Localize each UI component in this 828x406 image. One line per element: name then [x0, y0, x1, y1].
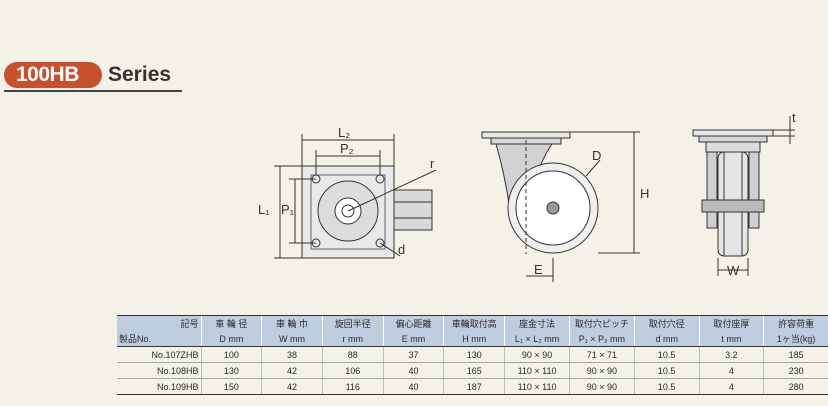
col-header: 旋回半径 — [321, 315, 384, 331]
label-L2: L₂ — [338, 125, 350, 140]
top-view-drawing — [274, 134, 437, 259]
table-cell: 88 — [321, 346, 384, 363]
col-unit: r mm — [321, 331, 384, 347]
col-unit: P₁ × P₂ mm — [568, 331, 635, 347]
col-unit: E mm — [382, 331, 444, 347]
label-W: W — [727, 263, 740, 278]
label-d: d — [398, 242, 405, 257]
col-header: 偏心距離 — [382, 315, 444, 331]
table-cell: 90 × 90 — [504, 346, 570, 363]
model-cell: No.107ZHB — [117, 346, 202, 363]
col-unit: H mm — [443, 331, 505, 347]
table-cell: 37 — [382, 346, 444, 363]
label-D: D — [592, 148, 601, 163]
series-label: Series — [108, 63, 172, 86]
table-cell: 42 — [261, 378, 323, 395]
col-unit: d mm — [633, 331, 700, 347]
col-unit: W mm — [261, 331, 323, 347]
model-cell: No.109HB — [117, 378, 202, 395]
table-cell: 10.5 — [633, 362, 700, 379]
table-row: No.109HB 150 42 116 40 187 110 × 110 90 … — [117, 378, 828, 395]
title-underline — [4, 90, 182, 92]
table-cell: 100 — [200, 346, 262, 363]
table-cell: 110 × 110 — [504, 378, 570, 395]
side-view-drawing — [481, 131, 640, 282]
col-unit: t mm — [698, 331, 764, 347]
col-header: 取付座厚 — [698, 315, 764, 331]
table-cell: 38 — [261, 346, 323, 363]
label-L1: L₁ — [258, 202, 270, 217]
table-cell: 110 × 110 — [504, 362, 570, 379]
col-header: 取付穴径 — [633, 315, 700, 331]
spec-table: 記号 車 輪 径 車 輪 巾 旋回半径 偏心距離 車輪取付高 座金寸法 取付穴ピ… — [117, 315, 828, 395]
table-cell: 130 — [443, 346, 505, 363]
table-cell: 280 — [763, 378, 828, 395]
corner-top: 記号 — [117, 315, 202, 331]
table-cell: 150 — [200, 378, 262, 395]
col-unit: 1ヶ当(kg) — [763, 331, 828, 347]
label-E: E — [534, 262, 543, 277]
label-t: t — [792, 110, 796, 125]
table-cell: 130 — [200, 362, 262, 379]
model-cell: No.108HB — [117, 362, 202, 379]
table-cell: 40 — [382, 362, 444, 379]
table-cell: 71 × 71 — [568, 346, 635, 363]
series-title: 100HB Series — [0, 58, 190, 92]
series-title-badge — [4, 62, 102, 88]
table-cell: 3.2 — [698, 346, 764, 363]
col-unit: L₁ × L₂ mm — [504, 331, 570, 347]
col-header: 取付穴ピッチ — [568, 315, 635, 331]
table-cell: 185 — [763, 346, 828, 363]
label-r: r — [430, 156, 435, 171]
label-P1: P₁ — [281, 202, 295, 217]
table-cell: 106 — [321, 362, 384, 379]
table-cell: 230 — [763, 362, 828, 379]
col-header: 座金寸法 — [504, 315, 570, 331]
table-cell: 90 × 90 — [568, 362, 635, 379]
label-P2: P₂ — [340, 141, 354, 156]
table-cell: 4 — [698, 378, 764, 395]
caster-drawings: L₂ P₂ L₁ P₁ r d D H E t W — [258, 110, 796, 282]
table-cell: 42 — [261, 362, 323, 379]
table-cell: 165 — [443, 362, 505, 379]
col-unit: D mm — [200, 331, 262, 347]
table-cell: 187 — [443, 378, 505, 395]
col-header: 車 輪 径 — [200, 315, 262, 331]
corner-bottom: 製品No. — [117, 331, 202, 347]
table-cell: 90 × 90 — [568, 378, 635, 395]
table-cell: 116 — [321, 378, 384, 395]
table-cell: 40 — [382, 378, 444, 395]
table-row: No.108HB 130 42 106 40 165 110 × 110 90 … — [117, 362, 828, 379]
series-number: 100HB — [16, 63, 79, 86]
label-H: H — [640, 186, 649, 201]
col-header: 車 輪 巾 — [261, 315, 323, 331]
table-cell: 10.5 — [633, 346, 700, 363]
col-header: 車輪取付高 — [443, 315, 505, 331]
header-row-units: 製品No. D mm W mm r mm E mm H mm L₁ × L₂ m… — [117, 331, 828, 347]
table-cell: 10.5 — [633, 378, 700, 395]
col-header: 許容荷重 — [763, 315, 828, 331]
table-row: No.107ZHB 100 38 88 37 130 90 × 90 71 × … — [117, 346, 828, 363]
table-cell: 4 — [698, 362, 764, 379]
front-view-drawing — [692, 116, 795, 276]
header-row-names: 記号 車 輪 径 車 輪 巾 旋回半径 偏心距離 車輪取付高 座金寸法 取付穴ピ… — [117, 315, 828, 331]
